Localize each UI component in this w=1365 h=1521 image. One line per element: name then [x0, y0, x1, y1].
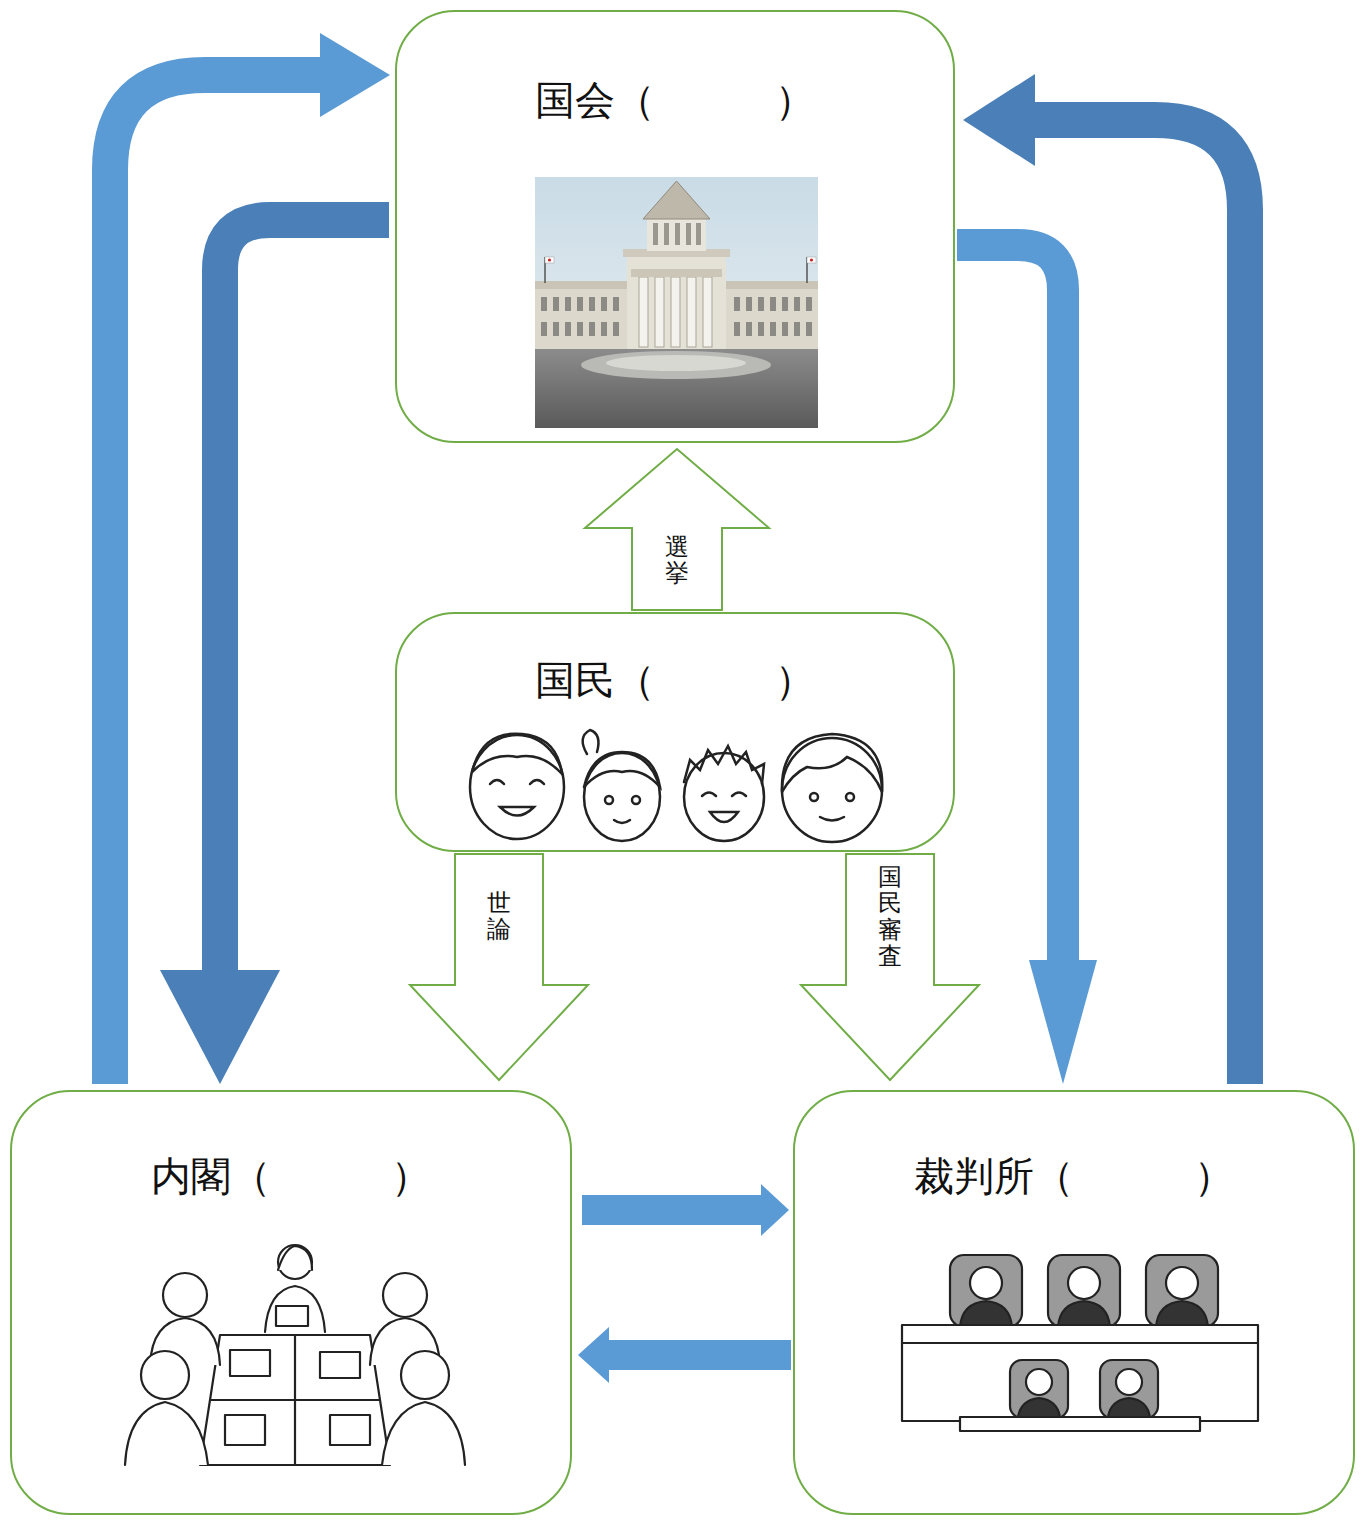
arrow-head — [320, 33, 390, 117]
court-box: 裁判所（ ） — [793, 1090, 1355, 1515]
cabinet-meeting-illustration — [90, 1240, 500, 1480]
arrow-head — [1029, 960, 1097, 1084]
arrow-label-holder: 世論 — [487, 890, 511, 943]
power-arrow — [160, 220, 389, 1084]
power-arrow — [963, 74, 1245, 1084]
hollow-arrow — [801, 854, 979, 1080]
diet-box: 国会（ ） — [395, 10, 955, 443]
power-arrow — [410, 854, 588, 1080]
power-arrow — [110, 33, 390, 1084]
arrow-shaft — [220, 220, 389, 971]
branch-title: 内閣（ ） — [151, 1152, 431, 1200]
arrow-label: 国民審査 — [878, 864, 902, 970]
cabinet-box: 内閣（ ） — [10, 1090, 572, 1515]
arrow-label-holder: 国民審査 — [878, 864, 902, 970]
arrow-shaft — [957, 245, 1063, 961]
arrow-label-holder: 選挙 — [665, 534, 689, 587]
arrow-head — [578, 1327, 609, 1383]
power-arrow — [582, 1184, 789, 1236]
power-arrow — [578, 1327, 791, 1383]
hollow-arrow — [585, 449, 769, 610]
arrow-shaft — [582, 1195, 762, 1225]
diet-building-illustration — [535, 177, 818, 428]
citizens-box: 国民（ ） — [395, 612, 955, 852]
hollow-arrow — [410, 854, 588, 1080]
arrow-shaft — [1034, 120, 1245, 1084]
arrow-shaft — [608, 1340, 791, 1370]
citizens-illustration — [462, 712, 892, 848]
power-arrow — [801, 854, 979, 1080]
branch-title: 裁判所（ ） — [914, 1152, 1234, 1200]
power-arrow — [585, 449, 769, 610]
arrow-head — [160, 970, 280, 1084]
arrow-head — [761, 1184, 789, 1236]
arrow-label: 選挙 — [665, 534, 689, 587]
court-illustration — [850, 1225, 1310, 1495]
branch-title: 国民（ ） — [535, 656, 815, 704]
power-arrow — [957, 245, 1097, 1084]
branch-title: 国会（ ） — [535, 76, 815, 124]
arrow-label: 世論 — [487, 890, 511, 943]
arrow-head — [963, 74, 1035, 166]
